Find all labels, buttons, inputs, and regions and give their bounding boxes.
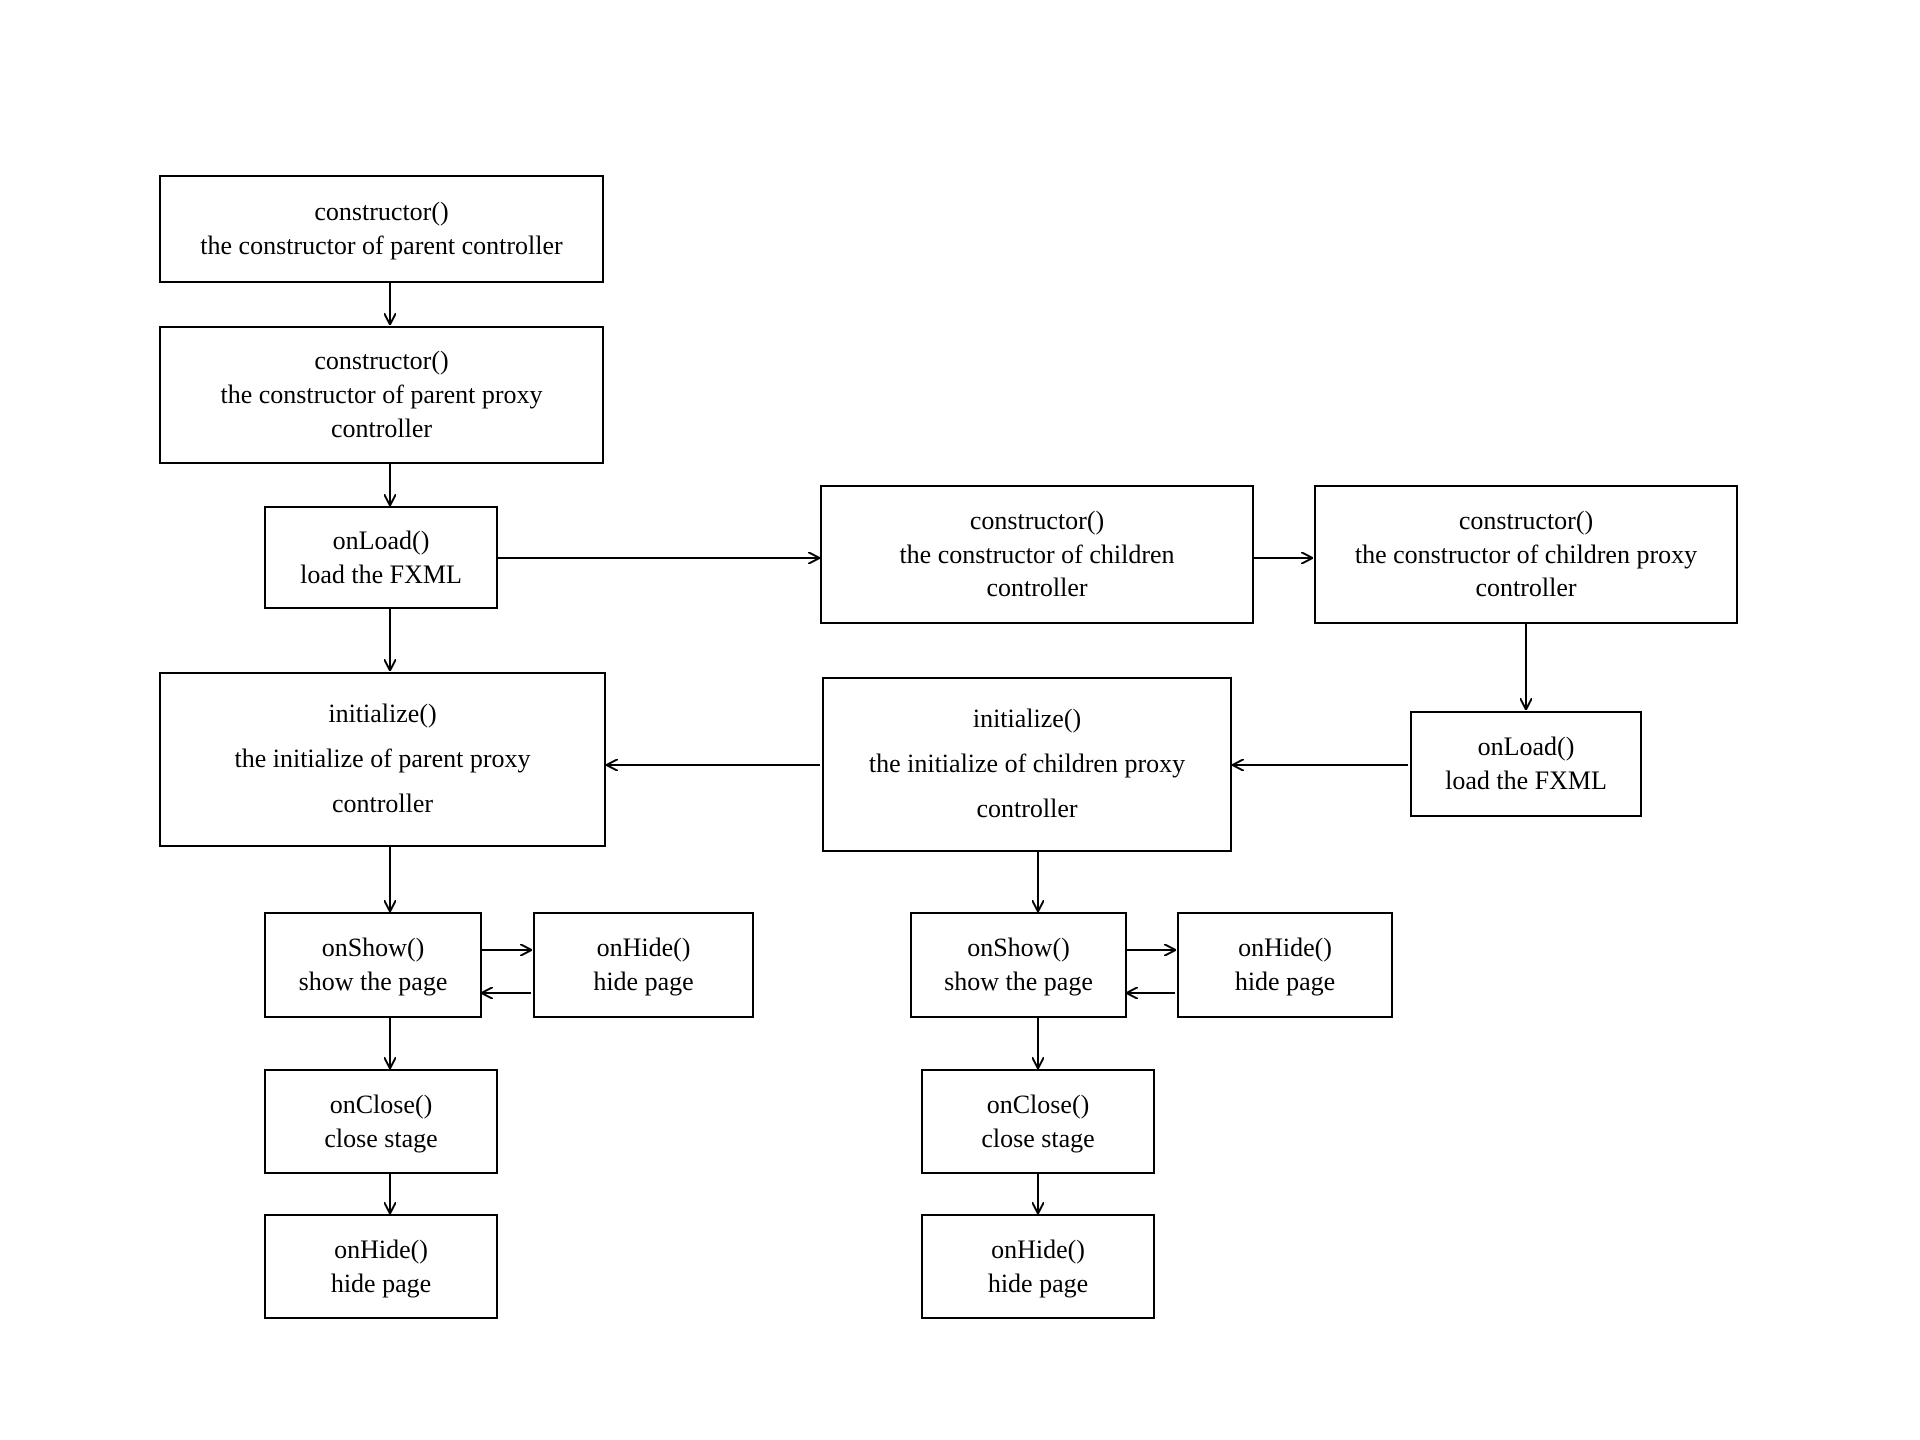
node-parent-onload[interactable]: onLoad() load the FXML [264,506,498,609]
node-line: onHide() [596,933,691,963]
node-line: controller [1475,573,1577,603]
node-line: controller [976,793,1078,823]
node-line: onShow() [321,933,425,963]
node-children-onhide-bottom[interactable]: onHide() hide page [921,1214,1155,1319]
node-line: onLoad() [332,525,430,555]
node-children-onclose[interactable]: onClose() close stage [921,1069,1155,1174]
node-line: onHide() [991,1234,1085,1264]
node-line: onShow() [967,933,1070,963]
node-line: load the FXML [300,559,462,589]
node-line: controller [330,413,433,443]
node-children-constructor[interactable]: constructor() the constructor of childre… [820,485,1254,624]
node-line: hide page [330,1268,432,1298]
node-line: controller [986,573,1088,603]
node-children-onload[interactable]: onLoad() load the FXML [1410,711,1642,817]
node-parent-constructor[interactable]: constructor() the constructor of parent … [159,175,604,283]
node-children-onshow[interactable]: onShow() show the page [910,912,1127,1018]
node-line: controller [331,788,434,818]
node-children-initialize[interactable]: initialize() the initialize of children … [822,677,1232,852]
node-line: hide page [593,967,694,996]
node-line: show the page [944,967,1093,996]
node-line: close stage [981,1123,1095,1153]
node-line: show the page [298,967,448,996]
node-parent-initialize[interactable]: initialize() the initialize of parent pr… [159,672,606,847]
node-line: the initialize of children proxy [868,749,1186,779]
node-line: the constructor of children [899,539,1175,569]
node-line: constructor() [1458,505,1594,535]
node-line: onHide() [1238,933,1332,963]
node-parent-onhide-bottom[interactable]: onHide() hide page [264,1214,498,1319]
node-line: constructor() [314,197,449,227]
node-line: onHide() [334,1234,428,1264]
node-line: the initialize of parent proxy [234,744,531,774]
node-line: the constructor of children proxy [1354,539,1698,569]
node-line: initialize() [972,704,1082,734]
node-line: hide page [987,1268,1089,1298]
node-children-proxy-constructor[interactable]: constructor() the constructor of childre… [1314,485,1738,624]
node-line: onClose() [986,1089,1090,1119]
node-line: hide page [1234,967,1336,996]
node-line: initialize() [328,699,437,729]
node-line: onLoad() [1477,732,1575,762]
node-children-onhide-side[interactable]: onHide() hide page [1177,912,1393,1018]
node-line: the constructor of parent controller [200,231,563,260]
node-line: constructor() [969,505,1105,535]
node-parent-onshow[interactable]: onShow() show the page [264,912,482,1018]
node-line: load the FXML [1445,766,1607,795]
node-line: onClose() [329,1089,433,1119]
node-line: close stage [324,1123,438,1153]
node-line: the constructor of parent proxy [220,380,543,410]
node-parent-onhide-side[interactable]: onHide() hide page [533,912,754,1018]
node-parent-onclose[interactable]: onClose() close stage [264,1069,498,1174]
node-line: constructor() [314,346,449,376]
node-parent-proxy-constructor[interactable]: constructor() the constructor of parent … [159,326,604,464]
